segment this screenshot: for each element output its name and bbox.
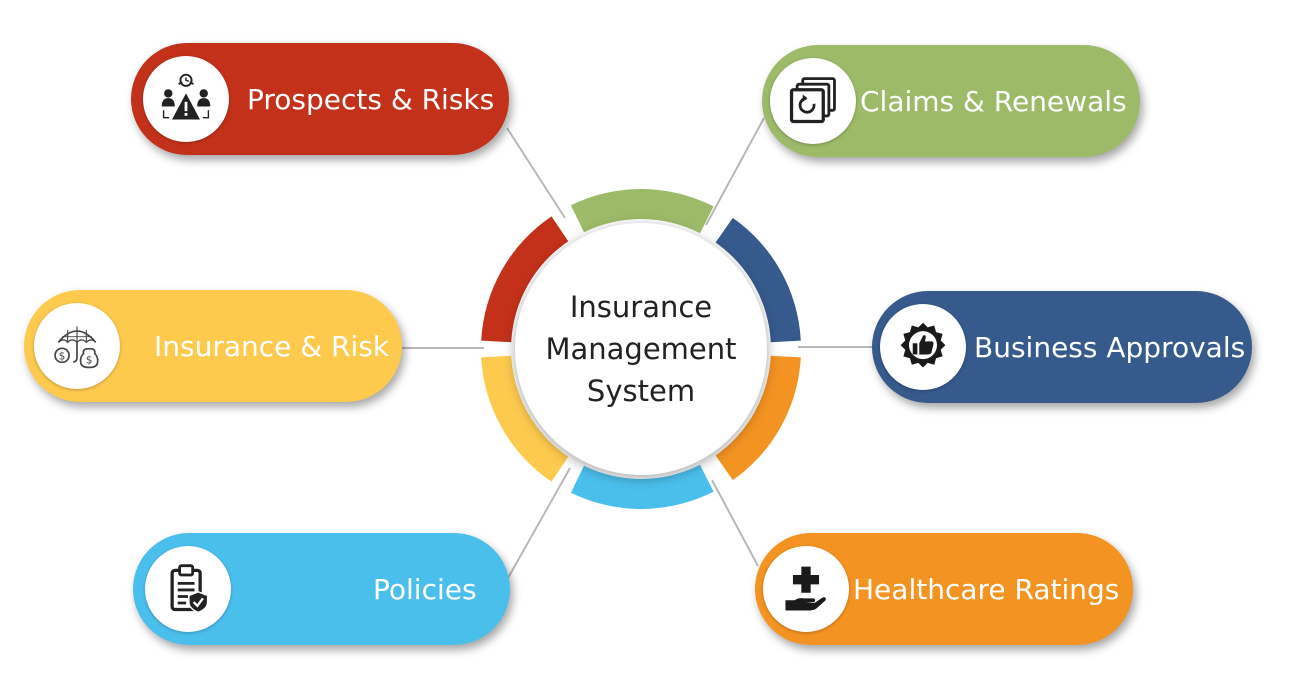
ring-segment-claims [570,189,714,234]
connector-claims [705,117,765,226]
node-label: Policies [373,572,477,606]
node-claims-renewals: Claims & Renewals [762,45,1140,157]
clipboard-shield-icon [145,546,231,632]
umbrella-money-icon: $ $ [34,303,120,389]
node-insurance-risk: $ $ Insurance & Risk [24,290,402,402]
medical-hand-icon [763,546,849,632]
node-label: Insurance & Risk [154,329,390,363]
node-label: Healthcare Ratings [853,572,1120,606]
connector-healthcare [711,479,759,567]
ring-segment-policies [570,464,714,509]
node-label: Claims & Renewals [860,84,1127,118]
risk-assessment-icon [143,56,229,142]
hub-ring-segments [481,189,801,509]
connector-prospects [506,127,566,219]
node-label: Business Approvals [974,330,1246,364]
node-prospects-risks: Prospects & Risks [131,43,509,155]
ring-segment-insurance [481,355,569,482]
node-label: Prospects & Risks [247,82,495,116]
thumbs-up-badge-icon [880,304,966,390]
renewal-documents-icon [770,58,856,144]
center-hub: Insurance Management System [515,223,767,475]
ring-segment-prospects [481,216,569,343]
node-policies: Policies [133,533,510,645]
center-title: Insurance Management System [545,290,737,408]
svg-text:$: $ [59,351,66,363]
ring-segment-healthcare [715,355,801,481]
ring-segment-business [715,217,801,343]
connector-policies [507,467,571,579]
node-healthcare-ratings: Healthcare Ratings [755,533,1133,645]
connector-lines [402,117,874,579]
node-business-approvals: Business Approvals [872,291,1252,403]
svg-text:$: $ [86,355,93,367]
